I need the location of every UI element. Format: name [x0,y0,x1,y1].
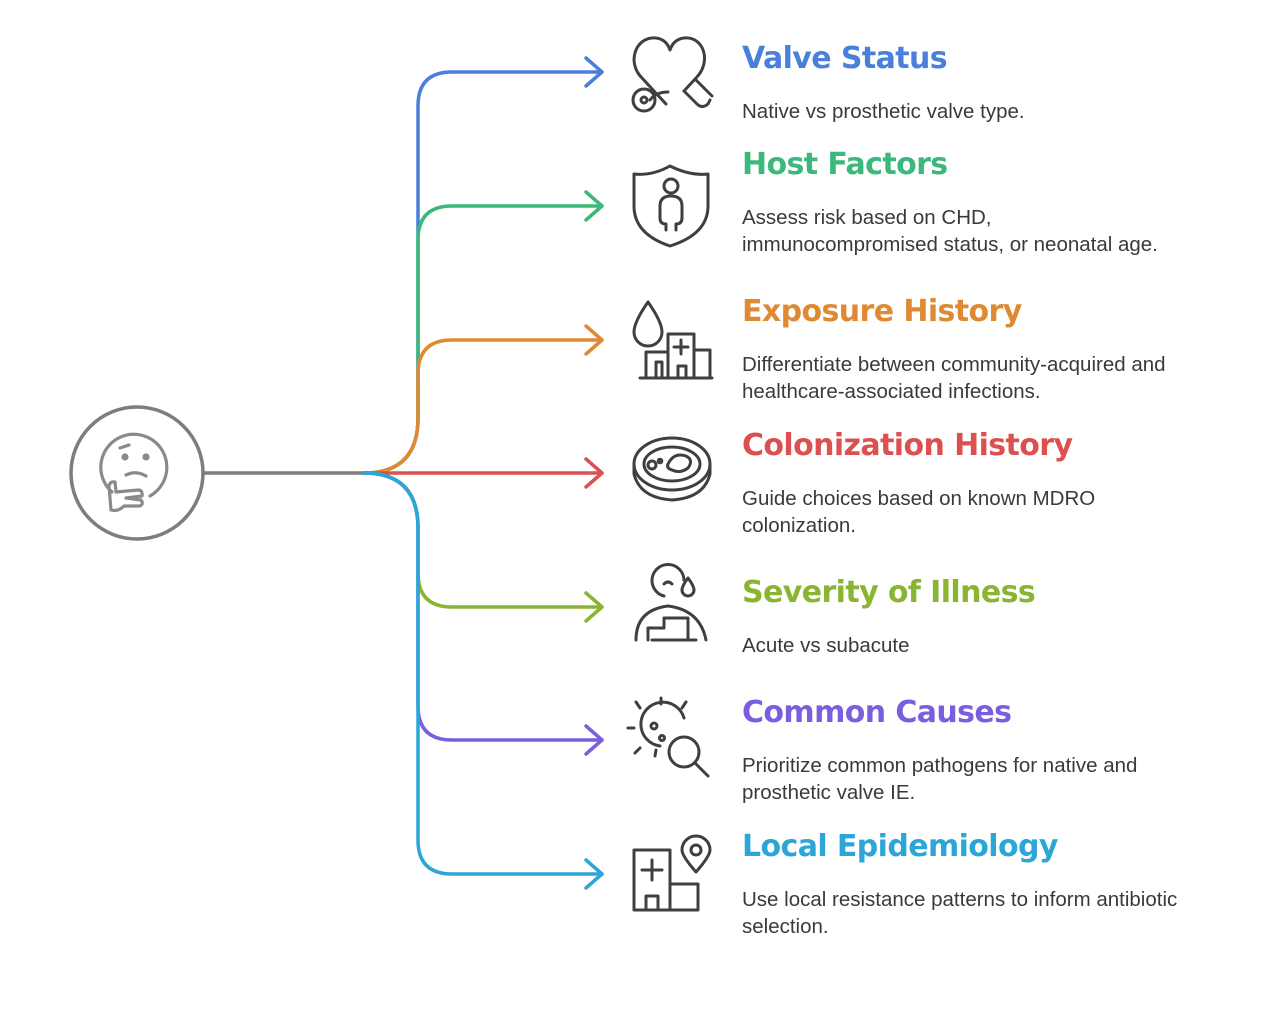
arrowhead-exposure-history [584,324,604,356]
connector-severity-of-illness [362,471,604,609]
item-desc-colonization-history: Guide choices based on known MDRO coloni… [742,487,1096,537]
item-title-valve-status: Valve Status [742,41,948,76]
item-title-common-causes: Common Causes [742,695,1012,730]
icon-group [626,36,714,912]
item-desc-local-epidemiology: Use local resistance patterns to inform … [742,888,1178,938]
item-title-host-factors: Host Factors [742,147,948,182]
connector-valve-status [362,70,604,475]
item-title-local-epidemiology: Local Epidemiology [742,829,1058,864]
item-desc-host-factors: Assess risk based on CHD, immunocompromi… [742,206,1158,256]
patient-tear-icon [634,563,708,642]
arrowhead-severity-of-illness [584,591,604,623]
connector-exposure-history [362,338,604,475]
item-desc-common-causes: Prioritize common pathogens for native a… [742,754,1138,804]
thinking-face-icon [99,432,169,513]
microbe-magnifier-icon [626,696,710,778]
arrowhead-common-causes [584,724,604,756]
item-desc-severity-of-illness: Acute vs subacute [742,634,910,657]
item-title-colonization-history: Colonization History [742,428,1073,463]
item-desc-exposure-history: Differentiate between community-acquired… [742,353,1166,403]
arrowhead-host-factors [584,190,604,222]
hospital-location-pin-icon [632,834,712,912]
shield-person-icon [632,164,710,248]
blood-drop-hospital-icon [632,300,714,380]
connector-local-epidemiology [362,471,604,876]
arrowhead-valve-status [584,56,604,88]
arrowhead-local-epidemiology [584,858,604,890]
connector-group [362,56,604,890]
petri-dish-icon [632,436,712,502]
heart-stethoscope-icon [631,36,714,113]
item-title-exposure-history: Exposure History [742,294,1022,329]
arrowhead-colonization-history [584,457,604,489]
item-desc-valve-status: Native vs prosthetic valve type. [742,100,1025,123]
item-title-severity-of-illness: Severity of Illness [742,575,1036,610]
center-node [69,405,205,541]
